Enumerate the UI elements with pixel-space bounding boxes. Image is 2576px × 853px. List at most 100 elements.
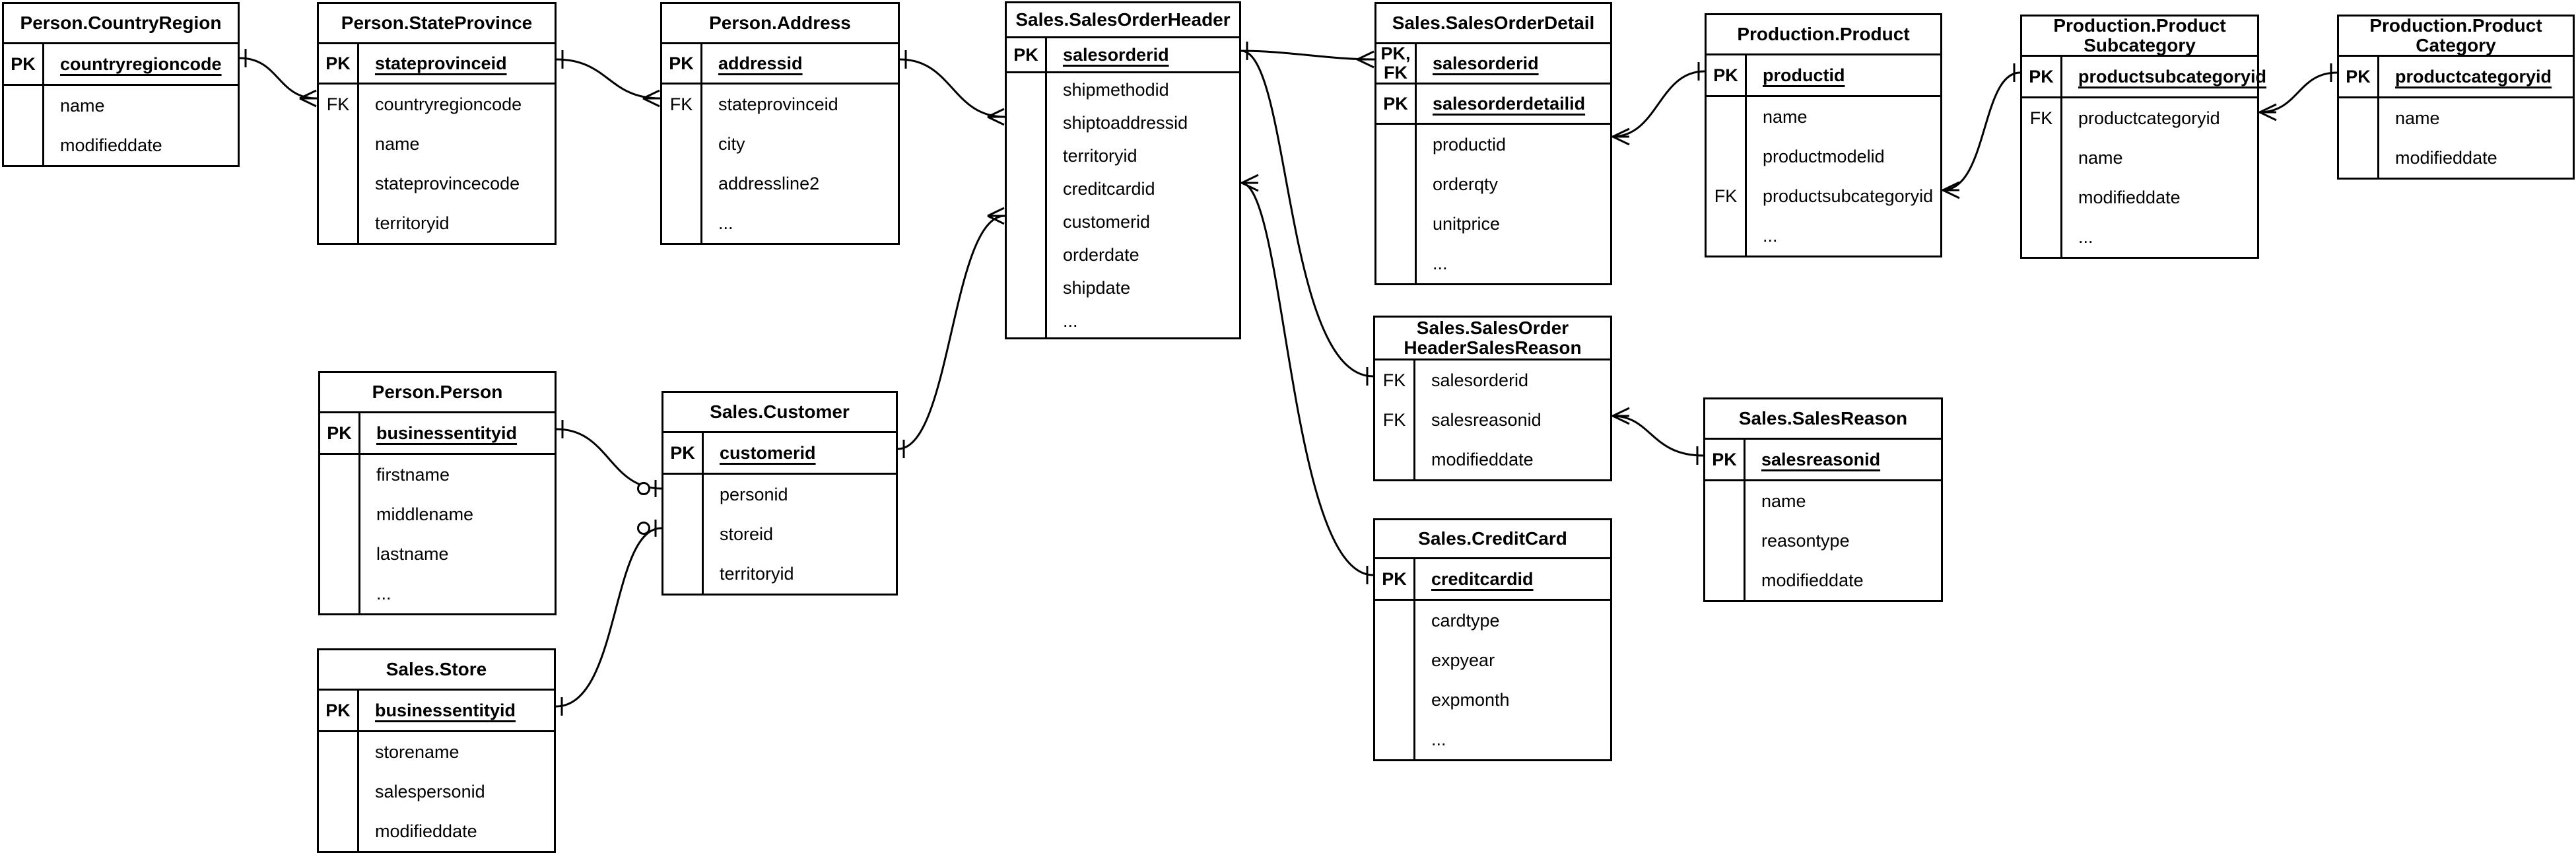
key-label [1707,137,1747,176]
key-label [1007,304,1047,337]
field-row-productid: productid [1376,125,1610,164]
field-name: addressline2 [718,173,820,193]
field-row-modifieddate: modifieddate [319,811,554,851]
field-name: salesorderid [1433,53,1539,73]
field-name: expyear [1431,650,1495,670]
field-row-firstname: firstname [320,455,555,495]
field-row-storename: storename [319,732,554,772]
field-ellipsis: ... [376,583,391,603]
field-name: creditcardid [1431,568,1534,589]
field-name: productcategoryid [2395,66,2552,86]
key-label [663,475,704,514]
field-name: stateprovinceid [718,94,838,114]
key-label [1007,205,1047,238]
field-name: productmodelid [1763,146,1885,166]
relationship-sales_order_detail.productid--product.productid [1611,62,1705,146]
key-label: FK [1375,400,1415,440]
field-name: salesorderid [1431,370,1529,390]
field-row-modifieddate: modifieddate [1375,440,1610,479]
field-row-territoryid: territoryid [319,203,555,243]
key-label [1007,106,1047,139]
key-label: PK, FK [1376,44,1417,83]
field-row-modifieddate: modifieddate [2339,138,2573,178]
table-section: PK, FK salesorderid [1376,42,1610,83]
field-ellipsis: ... [1433,253,1448,273]
key-label [320,574,360,613]
field-row-reasontype: reasontype [1705,521,1941,561]
key-label: FK [1375,360,1415,400]
field-row-territoryid: territoryid [663,554,896,594]
field-row-productmodelid: productmodelid [1707,137,1940,176]
field-name: middlename [376,504,474,524]
field-name: cardtype [1431,610,1500,631]
relationship-sales_order_header.salesorderid--sales_order_detail.salesorderid [1240,42,1375,69]
field-row-name: name [4,86,238,125]
relationship-sales_order_header.creditcardid--credit_card.creditcardid [1240,174,1374,584]
key-label: FK [662,85,702,124]
field-row-addressline2: addressline2 [662,164,898,203]
key-label: PK [663,433,704,473]
field-name: creditcardid [1063,178,1155,199]
table-title-store: Sales.Store [386,659,487,679]
key-label [319,124,359,164]
field-name: reasontype [1761,530,1850,551]
field-ellipsis: ... [1763,225,1778,246]
key-label [1375,640,1415,680]
table-title-country_region: Person.CountryRegion [20,13,222,33]
key-label: PK [1376,85,1417,123]
field-name: modifieddate [60,135,162,155]
field-row-name: name [1705,481,1941,521]
relationship-product_subcategory.productcategoryid--product_category.productcategoryid [2258,63,2338,121]
field-name: productsubcategoryid [1763,186,1934,206]
relationship-store.businessentityid--customer.storeid [555,520,662,716]
key-label [2022,217,2062,257]
key-label [1705,481,1746,521]
field-name: productid [1763,65,1845,85]
field-name: productid [1433,134,1507,154]
field-ellipsis: ... [1431,729,1446,749]
field-name: customerid [1063,211,1151,232]
field-row-middlename: middlename [320,495,555,534]
field-row-expyear: expyear [1375,640,1610,680]
field-name: territoryid [720,563,794,584]
field-row-ellipsis: ... [1007,304,1239,337]
field-name: businessentityid [375,700,516,720]
field-ellipsis: ... [2078,226,2093,247]
field-row-ellipsis: ... [1375,720,1610,759]
field-name: name [2078,147,2123,168]
field-row-modifieddate: modifieddate [1705,561,1941,600]
relationship-state_province.stateprovinceid--address.stateprovinceid [556,50,661,108]
